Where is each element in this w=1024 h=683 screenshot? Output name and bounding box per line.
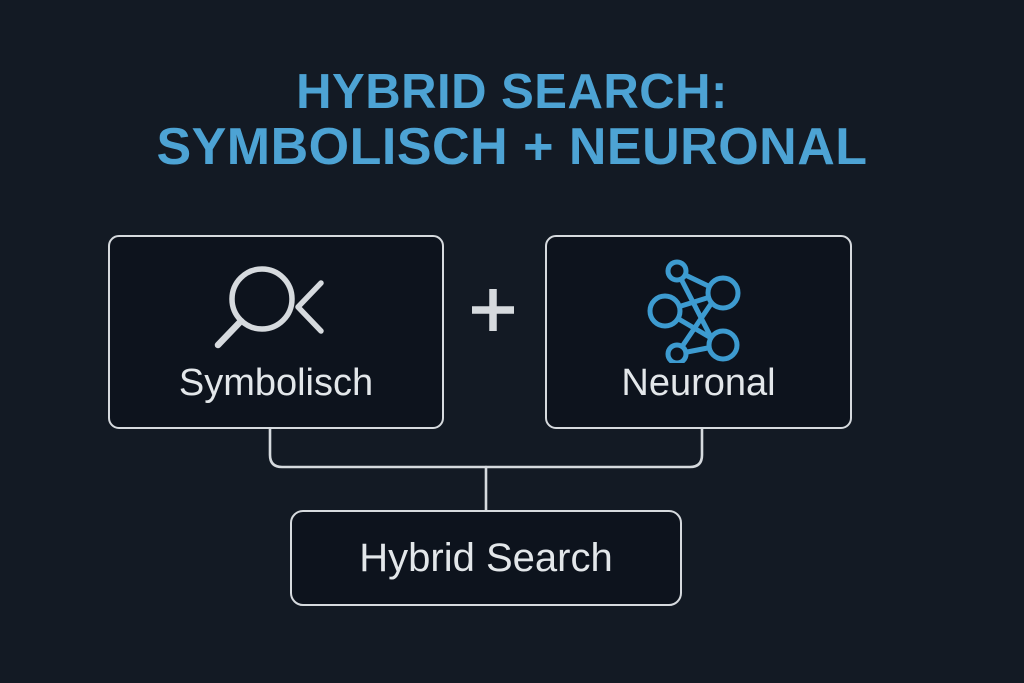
card-neural[interactable]: Neuronal: [545, 235, 852, 429]
page-title: HYBRID SEARCH: SYMBOLISCH + NEURONAL: [0, 66, 1024, 175]
result-box-hybrid-search[interactable]: Hybrid Search: [290, 510, 682, 606]
card-symbolic-label: Symbolisch: [178, 362, 374, 404]
title-line-1: HYBRID SEARCH:: [296, 65, 728, 119]
card-symbolic[interactable]: Symbolisch: [108, 235, 444, 429]
card-symbolic-icon-slot: [110, 259, 442, 359]
result-box-label: Hybrid Search: [359, 535, 613, 580]
card-neural-label: Neuronal: [621, 362, 776, 404]
plus-operator-icon: [472, 289, 514, 331]
card-neural-icon-slot: [547, 259, 850, 363]
title-line-2: SYMBOLISCH + NEURONAL: [156, 117, 868, 176]
magnifier-chevron-icon: [214, 266, 324, 349]
neural-network-icon: [647, 259, 740, 363]
